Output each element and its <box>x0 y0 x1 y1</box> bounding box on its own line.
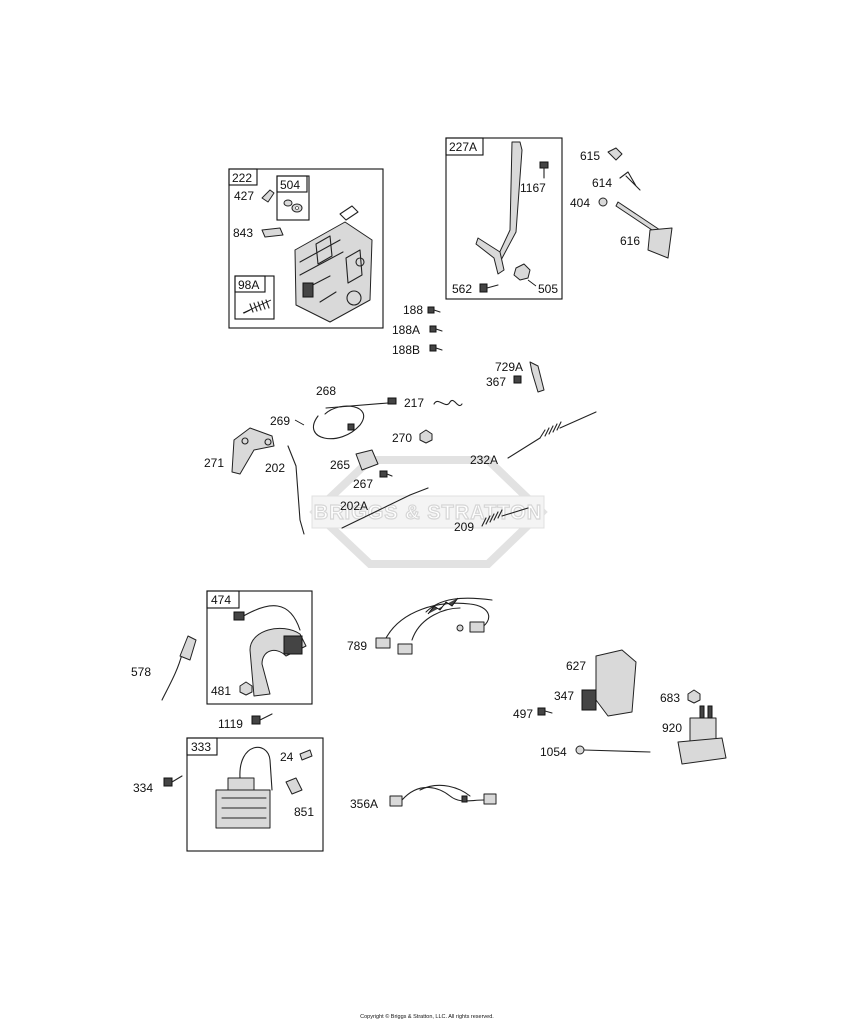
key-24-part <box>299 749 313 761</box>
throttle-cable-268-part <box>312 397 397 440</box>
callout-1167: 1167 <box>520 181 546 195</box>
callout-367: 367 <box>486 375 506 389</box>
armature-333-part <box>215 746 273 829</box>
callout-268: 268 <box>316 384 336 398</box>
washer-504-part <box>283 199 303 213</box>
copyright-notice: Copyright © Briggs & Stratton, LLC. All … <box>360 1014 494 1020</box>
clamp-265-part <box>355 449 379 471</box>
spring-98A-part <box>242 299 272 314</box>
callout-188B: 188B <box>392 343 420 357</box>
pad-843-part <box>261 227 284 238</box>
callout-270: 270 <box>392 431 412 445</box>
pin-614-part <box>619 171 641 191</box>
briggs-stratton-watermark: BRIGGS & STRATTON <box>309 456 548 568</box>
spring-209-part <box>481 507 529 527</box>
clip-427-part <box>261 189 275 203</box>
callout-347: 347 <box>554 689 574 703</box>
nut-683-part <box>687 689 701 704</box>
callout-729A: 729A <box>495 360 523 374</box>
callout-202: 202 <box>265 461 285 475</box>
link-202A-part <box>341 487 429 529</box>
callout-232A: 232A <box>470 453 498 467</box>
callout-222: 222 <box>232 171 252 185</box>
callout-227A: 227A <box>449 140 477 154</box>
callout-843: 843 <box>233 226 253 240</box>
callout-209: 209 <box>454 520 474 534</box>
clip-851-part <box>285 777 303 795</box>
callout-1054: 1054 <box>540 745 567 759</box>
assembly-box-474: 474 481 <box>206 590 313 705</box>
cable-tie-1054-part <box>575 745 651 755</box>
wire-harness-789-part <box>375 597 493 655</box>
callout-269: 269 <box>270 414 290 428</box>
callout-505: 505 <box>538 282 558 296</box>
callout-188A: 188A <box>392 323 420 337</box>
screw-188-part <box>427 306 441 314</box>
callout-578: 578 <box>131 665 151 679</box>
screw-1119-part <box>251 713 273 725</box>
callout-98A: 98A <box>238 278 259 292</box>
callout-188: 188 <box>403 303 423 317</box>
solenoid-920-part <box>677 705 727 765</box>
nut-505-part <box>513 263 537 287</box>
screw-188A-part <box>429 325 443 333</box>
callout-24: 24 <box>280 750 294 764</box>
callout-271: 271 <box>204 456 224 470</box>
control-bracket-part <box>294 205 373 323</box>
callout-267: 267 <box>353 477 373 491</box>
callout-217: 217 <box>404 396 424 410</box>
spring-232A-part <box>507 411 597 459</box>
screw-267-part <box>379 470 393 478</box>
callout-614: 614 <box>592 176 612 190</box>
callout-265: 265 <box>330 458 350 472</box>
callout-683: 683 <box>660 691 680 705</box>
governor-lever-271-part <box>231 427 275 475</box>
screw-497-part <box>537 707 553 716</box>
assembly-box-227A: 227A 1167 562 505 <box>445 137 563 300</box>
bracket-729A-part <box>513 361 545 393</box>
callout-562: 562 <box>452 282 472 296</box>
callout-427: 427 <box>234 189 254 203</box>
clip-615-part <box>607 147 623 161</box>
ignition-coil-474-part <box>233 605 307 697</box>
harness-356A-part <box>389 784 497 807</box>
callout-627: 627 <box>566 659 586 673</box>
watermark-text: BRIGGS & STRATTON <box>314 502 542 524</box>
callout-202A: 202A <box>340 499 368 513</box>
nut-481-part <box>239 681 253 696</box>
spark-plug-wire-578-part <box>161 635 197 701</box>
assembly-box-222: 222 504 427 843 98A <box>228 168 384 329</box>
callout-404: 404 <box>570 196 590 210</box>
assembly-box-333: 333 24 851 <box>186 737 324 852</box>
governor-link-202-part <box>287 445 305 535</box>
callout-789: 789 <box>347 639 367 653</box>
shaft-616-part <box>615 201 673 259</box>
callout-481: 481 <box>211 684 231 698</box>
callout-497: 497 <box>513 707 533 721</box>
callout-356A: 356A <box>350 797 378 811</box>
callout-474: 474 <box>211 593 231 607</box>
bolt-1167-part <box>539 161 549 179</box>
callout-333: 333 <box>191 740 211 754</box>
shift-lever-part <box>475 141 523 275</box>
callout-920: 920 <box>662 721 682 735</box>
switch-347-part <box>581 689 597 711</box>
nut-270-part <box>419 429 433 444</box>
bolt-562-part <box>479 283 499 293</box>
callout-851: 851 <box>294 805 314 819</box>
screw-334-part <box>163 775 183 787</box>
screw-188B-part <box>429 344 443 352</box>
callout-334: 334 <box>133 781 153 795</box>
spring-217-part <box>433 400 463 406</box>
callout-1119: 1119 <box>218 717 243 731</box>
callout-616: 616 <box>620 234 640 248</box>
callout-615: 615 <box>580 149 600 163</box>
callout-504: 504 <box>280 178 300 192</box>
cover-627-part <box>595 649 637 717</box>
washer-404-part <box>598 197 608 207</box>
